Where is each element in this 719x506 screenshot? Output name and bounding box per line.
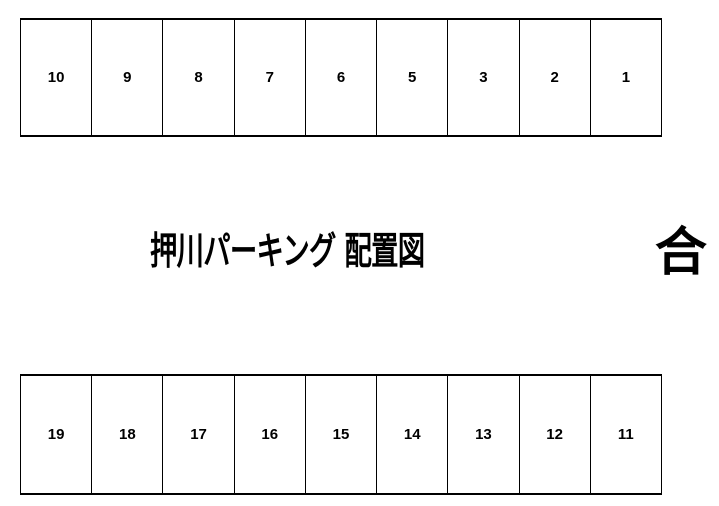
parking-space: 7	[233, 20, 305, 135]
side-text: 合	[655, 223, 708, 283]
space-number: 7	[265, 69, 274, 86]
space-number: 18	[118, 426, 136, 443]
parking-space: 8	[162, 20, 233, 135]
space-number: 14	[403, 426, 421, 443]
space-number: 6	[336, 69, 346, 86]
parking-space: 9	[91, 20, 162, 135]
parking-space: 3	[447, 20, 518, 135]
parking-space: 17	[162, 376, 233, 493]
space-number: 19	[47, 426, 65, 443]
parking-space: 16	[233, 376, 305, 493]
parking-space: 13	[447, 376, 518, 493]
parking-space: 15	[304, 376, 376, 493]
space-number: 10	[47, 69, 65, 86]
space-number: 5	[408, 69, 417, 86]
diagram-title: 押川パーキング 配置図	[150, 229, 425, 273]
space-number: 1	[621, 69, 631, 86]
space-number: 8	[194, 69, 203, 86]
space-number: 17	[190, 426, 207, 443]
parking-space: 12	[518, 376, 590, 493]
parking-space: 14	[376, 376, 447, 493]
space-number: 13	[475, 426, 492, 443]
space-number: 15	[332, 426, 350, 443]
space-number: 3	[479, 69, 488, 86]
parking-space: 11	[589, 376, 662, 493]
parking-space: 1	[589, 20, 662, 135]
space-number: 12	[546, 426, 563, 443]
space-number: 9	[123, 69, 132, 86]
parking-space: 5	[376, 20, 447, 135]
parking-row-bottom: 19 18 17 16 15 14 13 12 11	[20, 374, 662, 495]
parking-space: 18	[91, 376, 162, 493]
parking-space: 2	[518, 20, 590, 135]
space-number: 11	[617, 426, 634, 443]
parking-space: 10	[20, 20, 91, 135]
parking-space: 6	[304, 20, 376, 135]
space-number: 2	[550, 69, 559, 86]
parking-row-top: 10 9 8 7 6 5 3 2 1	[20, 18, 662, 137]
parking-space: 19	[20, 376, 91, 493]
space-number: 16	[261, 426, 279, 443]
